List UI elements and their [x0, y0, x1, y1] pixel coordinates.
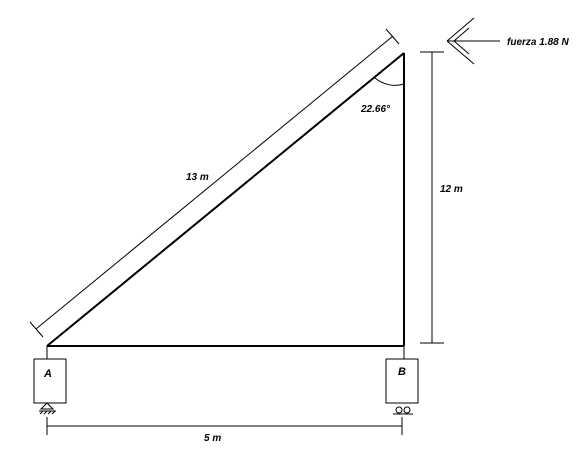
angle-label: 22.66° — [360, 104, 391, 115]
force-arrow — [446, 17, 500, 65]
support-b — [385, 346, 419, 415]
hypotenuse-dimension — [29, 28, 400, 338]
height-label: 12 m — [440, 184, 463, 195]
support-b-label: B — [398, 366, 406, 378]
base-dimension — [46, 417, 403, 435]
height-dimension — [420, 51, 444, 344]
base-label: 5 m — [204, 433, 221, 444]
angle-arc — [374, 77, 405, 86]
hypotenuse-label: 13 m — [186, 172, 209, 183]
support-a-label: A — [43, 368, 52, 380]
support-a — [33, 346, 67, 415]
force-label: fuerza 1.88 N — [507, 37, 569, 48]
diagonal-member — [46, 52, 405, 347]
